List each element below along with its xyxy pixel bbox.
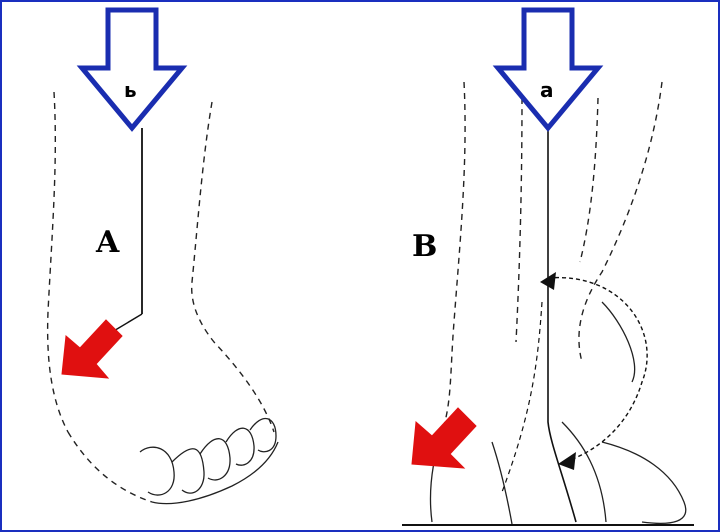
- leg-outline-right: [192, 102, 274, 432]
- fibula-line: [580, 98, 598, 262]
- panel-a-toes: [140, 419, 278, 504]
- down-load-arrow-icon: [82, 10, 182, 128]
- panel-b-label: B: [412, 232, 437, 262]
- down-load-arrow-icon-b: [498, 10, 598, 128]
- panel-a-axis-deviation: [112, 314, 142, 332]
- leg-outline-right-b: [579, 82, 662, 362]
- panel-b-axis-2: [502, 302, 542, 492]
- leg-outline-left-b: [442, 82, 465, 432]
- toe-2: [172, 449, 204, 493]
- calcaneus-line: [562, 422, 606, 522]
- leg-outline-left: [48, 92, 68, 432]
- panel-b-heel: [430, 302, 685, 524]
- tibia-line: [516, 98, 522, 342]
- arrow-b-mark: a: [540, 80, 554, 100]
- foot-outline-bottom: [68, 432, 152, 502]
- big-toe: [140, 447, 174, 495]
- malleolus: [602, 302, 635, 382]
- heel-inner: [492, 442, 512, 524]
- diagonal-force-arrow-icon: [62, 320, 122, 378]
- curved-double-arrow-icon: [548, 278, 647, 460]
- panel-a-label: A: [96, 228, 119, 258]
- panel-a-foot-drawing: [48, 92, 274, 502]
- heel-back: [602, 442, 686, 523]
- panel-b-ankle-drawing: [442, 82, 662, 432]
- arrow-a-mark: ь: [124, 80, 137, 100]
- diagonal-force-arrow-icon-b: [412, 408, 476, 468]
- arrowhead-bottom: [558, 452, 576, 470]
